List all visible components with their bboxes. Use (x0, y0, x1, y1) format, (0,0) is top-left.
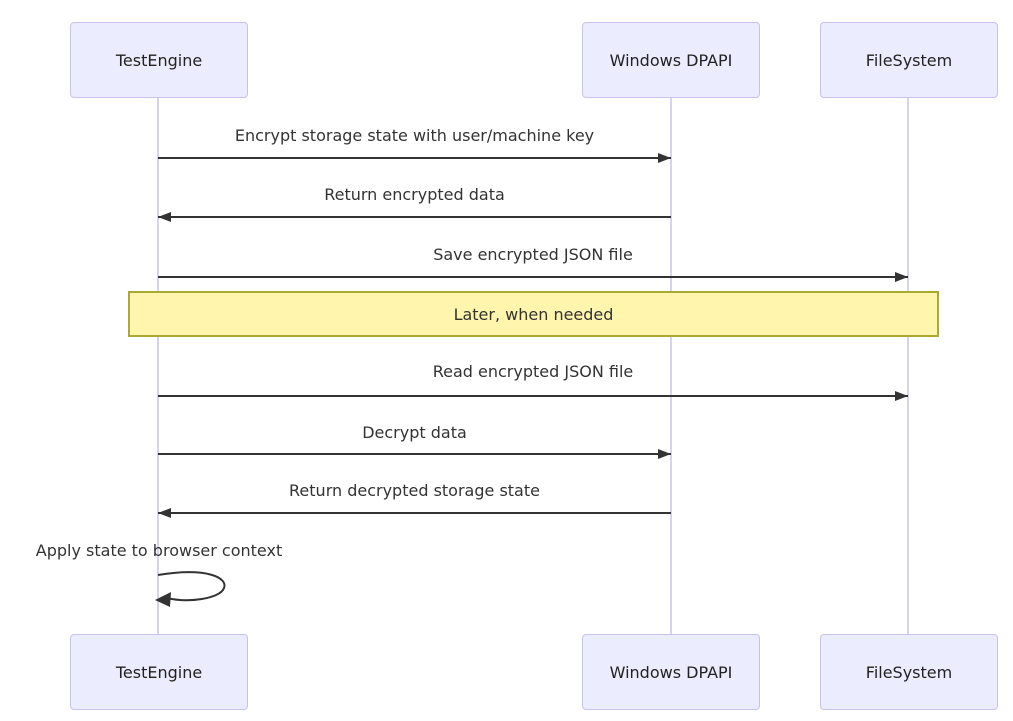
note-label: Later, when needed (453, 304, 614, 324)
arrowhead-right (658, 449, 671, 459)
message-label-read-encrypted-json: Read encrypted JSON file (432, 362, 634, 381)
actor-testengine-bottom: TestEngine (70, 634, 248, 710)
actor-label: Windows DPAPI (609, 662, 733, 682)
arrowhead-left (158, 508, 171, 518)
message-label-apply-state: Apply state to browser context (35, 541, 283, 560)
lifeline-testengine (157, 98, 159, 635)
message-label-encrypt-storage-state: Encrypt storage state with user/machine … (234, 126, 595, 145)
actor-testengine-top: TestEngine (70, 22, 248, 98)
arrowhead-right (895, 391, 908, 401)
actor-windows-dpapi-top: Windows DPAPI (582, 22, 760, 98)
actor-label: TestEngine (115, 662, 203, 682)
message-label-return-decrypted-storage-state: Return decrypted storage state (289, 481, 540, 500)
self-loop-arrow (155, 571, 226, 607)
lifeline-filesystem (907, 98, 909, 635)
message-label-return-encrypted-data: Return encrypted data (324, 185, 505, 204)
message-label-decrypt-data: Decrypt data (362, 423, 467, 442)
actor-label: FileSystem (865, 662, 953, 682)
arrowhead-left (158, 212, 171, 222)
message-arrow-line (158, 276, 908, 278)
message-arrow-line (158, 395, 908, 397)
message-arrow-line (158, 216, 671, 218)
note-later-when-needed: Later, when needed (128, 291, 939, 337)
actor-label: Windows DPAPI (609, 50, 733, 70)
message-label-save-encrypted-json: Save encrypted JSON file (433, 245, 633, 264)
actor-filesystem-bottom: FileSystem (820, 634, 998, 710)
actor-windows-dpapi-bottom: Windows DPAPI (582, 634, 760, 710)
arrowhead-right (895, 272, 908, 282)
actor-label: TestEngine (115, 50, 203, 70)
message-arrow-line (158, 453, 671, 455)
actor-label: FileSystem (865, 50, 953, 70)
arrowhead-right (658, 153, 671, 163)
message-arrow-line (158, 157, 671, 159)
actor-filesystem-top: FileSystem (820, 22, 998, 98)
lifeline-windows-dpapi (670, 98, 672, 635)
message-arrow-line (158, 512, 671, 514)
